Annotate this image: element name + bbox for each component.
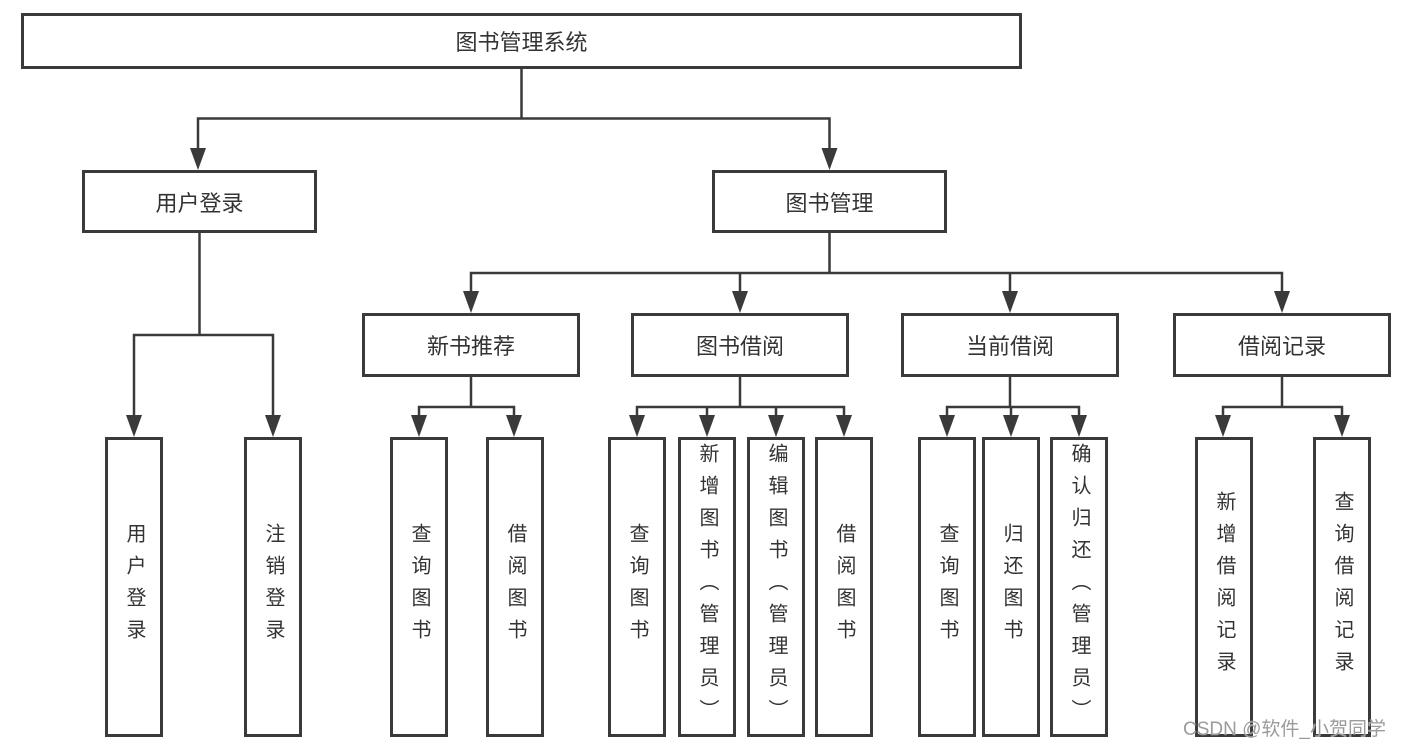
arrow-down-icon	[1071, 415, 1087, 437]
leaf-add-books-admin: 新增图书（管理员）	[678, 437, 736, 737]
leaf-query-books: 查询图书	[608, 437, 666, 737]
node-label: 借阅图书	[833, 523, 855, 651]
node-label: 新增借阅记录	[1213, 491, 1235, 683]
arrow-down-icon	[126, 415, 142, 437]
node-label: 注销登录	[262, 523, 284, 651]
leaf-add-borrow-record: 新增借阅记录	[1195, 437, 1253, 737]
arrow-down-icon	[629, 415, 645, 437]
leaf-return-books: 归还图书	[982, 437, 1040, 737]
arrow-down-icon	[190, 148, 206, 170]
leaf-confirm-return-admin: 确认归还（管理员）	[1050, 437, 1108, 737]
leaf-borrow-books: 借阅图书	[815, 437, 873, 737]
leaf-logout: 注销登录	[244, 437, 302, 737]
leaf-borrow-books-recommend: 借阅图书	[486, 437, 544, 737]
leaf-query-books-recommend: 查询图书	[390, 437, 448, 737]
leaf-query-books-current: 查询图书	[918, 437, 976, 737]
node-label: 借阅记录	[1237, 334, 1326, 359]
node-label: 确认归还（管理员）	[1068, 443, 1090, 731]
arrow-down-icon	[506, 415, 522, 437]
node-book-borrow: 图书借阅	[631, 313, 849, 377]
node-label: 查询图书	[936, 523, 958, 651]
node-label: 用户登录	[155, 190, 244, 216]
arrow-down-icon	[836, 415, 852, 437]
connector-root-to-level1	[196, 69, 831, 150]
arrow-down-icon	[939, 415, 955, 437]
arrow-down-icon	[411, 415, 427, 437]
node-label: 图书管理系统	[455, 30, 588, 55]
arrow-down-icon	[768, 415, 784, 437]
arrow-down-icon	[463, 291, 479, 313]
node-label: 图书借阅	[695, 334, 784, 359]
node-label: 当前借阅	[965, 334, 1054, 359]
connector-records-to-leaves	[1221, 377, 1344, 416]
connector-bookmgmt-to-level2	[469, 233, 1284, 292]
node-label: 图书管理	[785, 190, 874, 216]
csdn-watermark: CSDN @软件_小贺同学	[1183, 719, 1386, 740]
node-label: 新书推荐	[426, 334, 515, 359]
node-label: 查询图书	[408, 523, 430, 651]
leaf-query-borrow-record: 查询借阅记录	[1313, 437, 1371, 737]
arrow-down-icon	[1002, 291, 1018, 313]
arrow-down-icon	[732, 291, 748, 313]
arrow-down-icon	[1274, 291, 1290, 313]
arrow-down-icon	[265, 415, 281, 437]
node-label: 查询图书	[626, 523, 648, 651]
node-new-book-recommend: 新书推荐	[362, 313, 580, 377]
node-label: 用户登录	[123, 523, 145, 651]
connector-newbook-to-leaves	[417, 377, 516, 416]
node-current-borrow: 当前借阅	[901, 313, 1119, 377]
arrow-down-icon	[699, 415, 715, 437]
node-user-login: 用户登录	[82, 170, 317, 233]
arrow-down-icon	[1334, 415, 1350, 437]
node-label: 编辑图书（管理员）	[765, 443, 787, 731]
node-label: 新增图书（管理员）	[696, 443, 718, 731]
node-library-system: 图书管理系统	[21, 13, 1022, 69]
node-label: 借阅图书	[504, 523, 526, 651]
node-book-management: 图书管理	[712, 170, 947, 233]
arrow-down-icon	[821, 148, 838, 170]
arrow-down-icon	[1215, 415, 1231, 437]
arrow-down-icon	[1003, 415, 1019, 437]
node-label: 查询借阅记录	[1331, 491, 1353, 683]
connector-current-to-leaves	[945, 377, 1081, 416]
node-label: 归还图书	[1000, 523, 1022, 651]
leaf-edit-books-admin: 编辑图书（管理员）	[747, 437, 805, 737]
connector-borrow-to-leaves	[635, 377, 846, 416]
node-borrow-records: 借阅记录	[1173, 313, 1391, 377]
connector-userlogin-to-leaves	[132, 233, 275, 416]
leaf-user-login: 用户登录	[105, 437, 163, 737]
